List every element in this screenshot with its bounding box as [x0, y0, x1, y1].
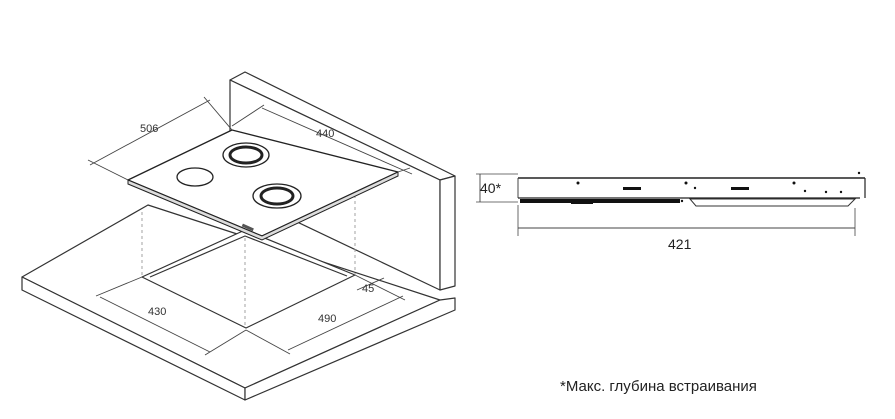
dim-hob-depth: 506	[140, 123, 158, 135]
profile-tray	[688, 198, 857, 207]
side-profile	[476, 171, 866, 236]
vent-slot-2	[731, 187, 749, 190]
hob	[127, 129, 399, 241]
burner-large-front	[252, 183, 302, 209]
dimension-labels-iso: 506 440 430 490 45	[140, 123, 374, 325]
dimension-lines	[87, 96, 413, 356]
profile-dots	[576, 171, 861, 203]
hob-glass-edge	[127, 171, 399, 241]
brand-mark	[241, 223, 254, 232]
burner-large-back	[222, 142, 270, 168]
profile-base-strip	[520, 199, 680, 203]
vent-slot-1	[623, 187, 641, 190]
projection-lines	[141, 195, 356, 328]
dim-embed-depth: 40*	[480, 180, 502, 196]
cutout-inner-edge	[149, 235, 348, 278]
dim-hob-width: 440	[316, 128, 334, 140]
back-wall-side	[439, 175, 456, 291]
dim-side-width: 421	[668, 236, 692, 252]
footnote: *Макс. глубина встраивания	[560, 378, 757, 395]
burner-small-left	[176, 167, 214, 187]
countertop-right-edge	[244, 297, 456, 401]
dim-cutout-offset: 45	[362, 283, 374, 295]
vent-slot-3	[571, 201, 593, 204]
dim-cutout-depth: 430	[148, 306, 166, 318]
dim-cutout-width: 490	[318, 313, 336, 325]
